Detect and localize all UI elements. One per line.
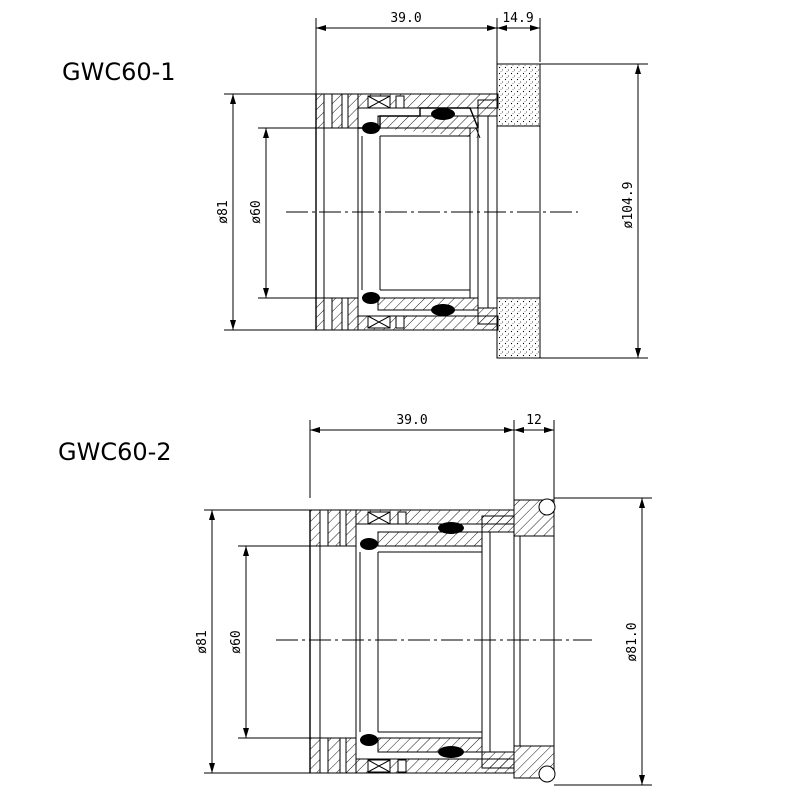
flange-seat-1 (496, 63, 541, 359)
bore-outline-1 (315, 94, 489, 330)
dim-inner-label: ø60 (229, 630, 244, 653)
dim-length-label: 39.0 (396, 413, 427, 428)
dimension-diameters-2: ø81 ø60 (195, 509, 356, 774)
seal-body-top-1 (315, 93, 499, 139)
dim-flange-dia-label: ø104.9 (621, 182, 636, 229)
seal-body-top-2 (309, 509, 515, 550)
dim-length-label: 39.0 (390, 11, 421, 26)
dimension-diameters-1: ø81 ø60 (216, 93, 358, 331)
part-title-gwc60-2: GWC60-2 (58, 438, 172, 466)
drawing-gwc60-2: 39.0 12 ø81 ø60 ø81.0 (195, 413, 652, 786)
dim-outer-label: ø81 (216, 200, 231, 223)
flange-seat-2 (513, 498, 556, 783)
dim-flange-label: 14.9 (502, 11, 533, 26)
bore-outline-2 (309, 510, 491, 773)
dimension-length-2: 39.0 12 (309, 413, 555, 500)
dimension-length-1: 39.0 14.9 (315, 11, 541, 98)
dimension-flange-dia-1: ø104.9 (540, 63, 648, 359)
seal-body-bottom-1 (315, 292, 499, 331)
dim-flange-dia-label: ø81.0 (625, 622, 640, 661)
drawing-gwc60-1: 39.0 14.9 ø81 ø60 ø104.9 (216, 11, 648, 359)
dim-outer-label: ø81 (195, 630, 210, 653)
dimension-flange-dia-2: ø81.0 (554, 497, 652, 786)
dim-flange-label: 12 (526, 413, 542, 428)
dim-inner-label: ø60 (249, 200, 264, 223)
part-title-gwc60-1: GWC60-1 (62, 58, 176, 86)
seal-body-bottom-2 (309, 734, 515, 774)
